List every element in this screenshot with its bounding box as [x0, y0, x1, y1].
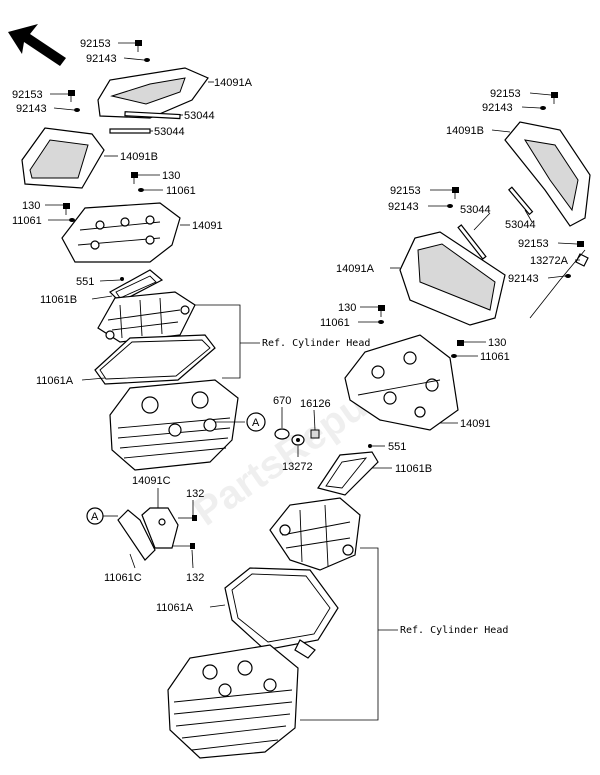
label-132-a: 132 — [186, 488, 204, 500]
gasket-11061b-right — [317, 451, 379, 496]
gasket-11061a-left — [94, 334, 216, 385]
front-direction-arrow-icon — [8, 24, 66, 66]
washer-11061-right — [378, 320, 384, 324]
label-92143-b: 92143 — [16, 103, 47, 115]
label-14091c: 14091C — [132, 475, 171, 487]
label-14091a-right: 14091A — [336, 263, 375, 275]
washer-92143-right2 — [447, 204, 453, 208]
label-92153-r2: 92153 — [390, 185, 421, 197]
bolt-130-left — [131, 172, 138, 184]
label-11061a-right: 11061A — [156, 602, 194, 614]
bolt-92153-right2 — [452, 187, 459, 199]
bolt-92153-right — [551, 92, 558, 104]
ref-bracket-lower — [300, 547, 398, 721]
oring-670 — [274, 428, 290, 440]
callout-a-upper: A — [215, 412, 266, 432]
label-92143-r2: 92143 — [388, 201, 419, 213]
label-11061-r2: 11061 — [480, 351, 510, 363]
bolt-92153-right3 — [577, 241, 584, 247]
rod-53044-c — [507, 186, 534, 216]
label-92153-a: 92153 — [80, 38, 111, 50]
label-14091-right: 14091 — [460, 418, 491, 430]
label-92143-a: 92143 — [86, 53, 117, 65]
bolt-130-left2 — [63, 203, 70, 215]
label-53044-a: 53044 — [184, 110, 215, 122]
rod-53044-b — [109, 128, 151, 134]
label-130-b: 130 — [22, 200, 40, 212]
grommet-551-left — [120, 277, 124, 281]
ref-bracket-upper — [195, 304, 260, 379]
part-labels: 92153 92143 14091A 92153 92143 53044 530… — [12, 38, 569, 614]
leader-lines — [45, 42, 580, 608]
label-130-r1: 130 — [338, 302, 356, 314]
washer-11061-right2 — [451, 354, 457, 358]
label-11061b-left: 11061B — [40, 294, 77, 306]
label-130-a: 130 — [162, 170, 180, 182]
label-13272a: 13272A — [530, 255, 569, 267]
label-53044-r2: 53044 — [505, 219, 536, 231]
label-92153-b: 92153 — [12, 89, 43, 101]
bolt-132-a — [178, 515, 197, 521]
label-551-left: 551 — [76, 276, 94, 288]
bolt-92153-left2 — [68, 90, 75, 102]
label-11061-a: 11061 — [166, 185, 196, 197]
label-92153-r3: 92153 — [518, 238, 549, 250]
label-11061c: 11061C — [104, 572, 142, 584]
label-132-b: 132 — [186, 572, 204, 584]
label-53044-r1: 53044 — [460, 204, 491, 216]
label-92143-r1: 92143 — [482, 102, 513, 114]
ref-cylinder-head-lower: Ref. Cylinder Head — [400, 625, 508, 636]
label-13272: 13272 — [282, 461, 313, 473]
bolt-132-b — [172, 543, 195, 549]
washer-92143-left — [144, 58, 150, 62]
label-92143-r3: 92143 — [508, 273, 539, 285]
rocker-assembly-right — [269, 497, 361, 571]
ref-cylinder-head-upper: Ref. Cylinder Head — [262, 338, 370, 349]
cover-14091b-left — [21, 127, 105, 189]
label-11061-b: 11061 — [12, 215, 42, 227]
washer-92143-right3 — [565, 274, 571, 278]
label-14091-left: 14091 — [192, 220, 223, 232]
bolt-130-right2 — [457, 340, 464, 346]
nut-16126 — [310, 429, 320, 439]
rocker-assembly-left — [97, 291, 196, 343]
bolt-130-right — [378, 305, 385, 317]
head-cover-14091-left — [61, 202, 181, 263]
washer-92143-right — [540, 106, 546, 110]
rod-53044-d — [457, 224, 487, 260]
cover-14091a-right — [399, 231, 506, 326]
label-130-r2: 130 — [488, 337, 506, 349]
washer-92143-left2 — [74, 108, 80, 112]
cover-14091a-left — [97, 67, 209, 119]
grommet-551-right — [368, 444, 372, 448]
head-cover-14091-right — [344, 334, 459, 431]
svg-text:A: A — [91, 511, 99, 523]
callout-a-lower: A — [86, 507, 118, 525]
cylinder-head-left — [109, 379, 239, 471]
cylinder-head-right — [167, 644, 299, 759]
label-11061-r1: 11061 — [320, 317, 350, 329]
washer-11061-left — [138, 188, 144, 192]
svg-text:A: A — [252, 417, 260, 429]
label-11061b-right: 11061B — [395, 463, 432, 475]
label-551-right: 551 — [388, 441, 406, 453]
label-92153-r1: 92153 — [490, 88, 521, 100]
washer-13272 — [291, 434, 305, 446]
bolt-92153-left — [135, 40, 142, 52]
cover-14091b-right — [504, 121, 591, 227]
washer-11061-left2 — [69, 218, 75, 222]
label-14091b-left: 14091B — [120, 151, 158, 163]
rod-53044-a — [124, 111, 181, 120]
label-16126: 16126 — [300, 398, 331, 410]
label-53044-b: 53044 — [154, 126, 185, 138]
label-14091a-left: 14091A — [214, 77, 253, 89]
gasket-11061c — [117, 509, 156, 561]
cover-14091c — [141, 507, 179, 549]
label-670: 670 — [273, 395, 291, 407]
label-11061a-left: 11061A — [36, 375, 74, 387]
label-14091b-right: 14091B — [446, 125, 484, 137]
gasket-11061a-right — [224, 567, 339, 659]
